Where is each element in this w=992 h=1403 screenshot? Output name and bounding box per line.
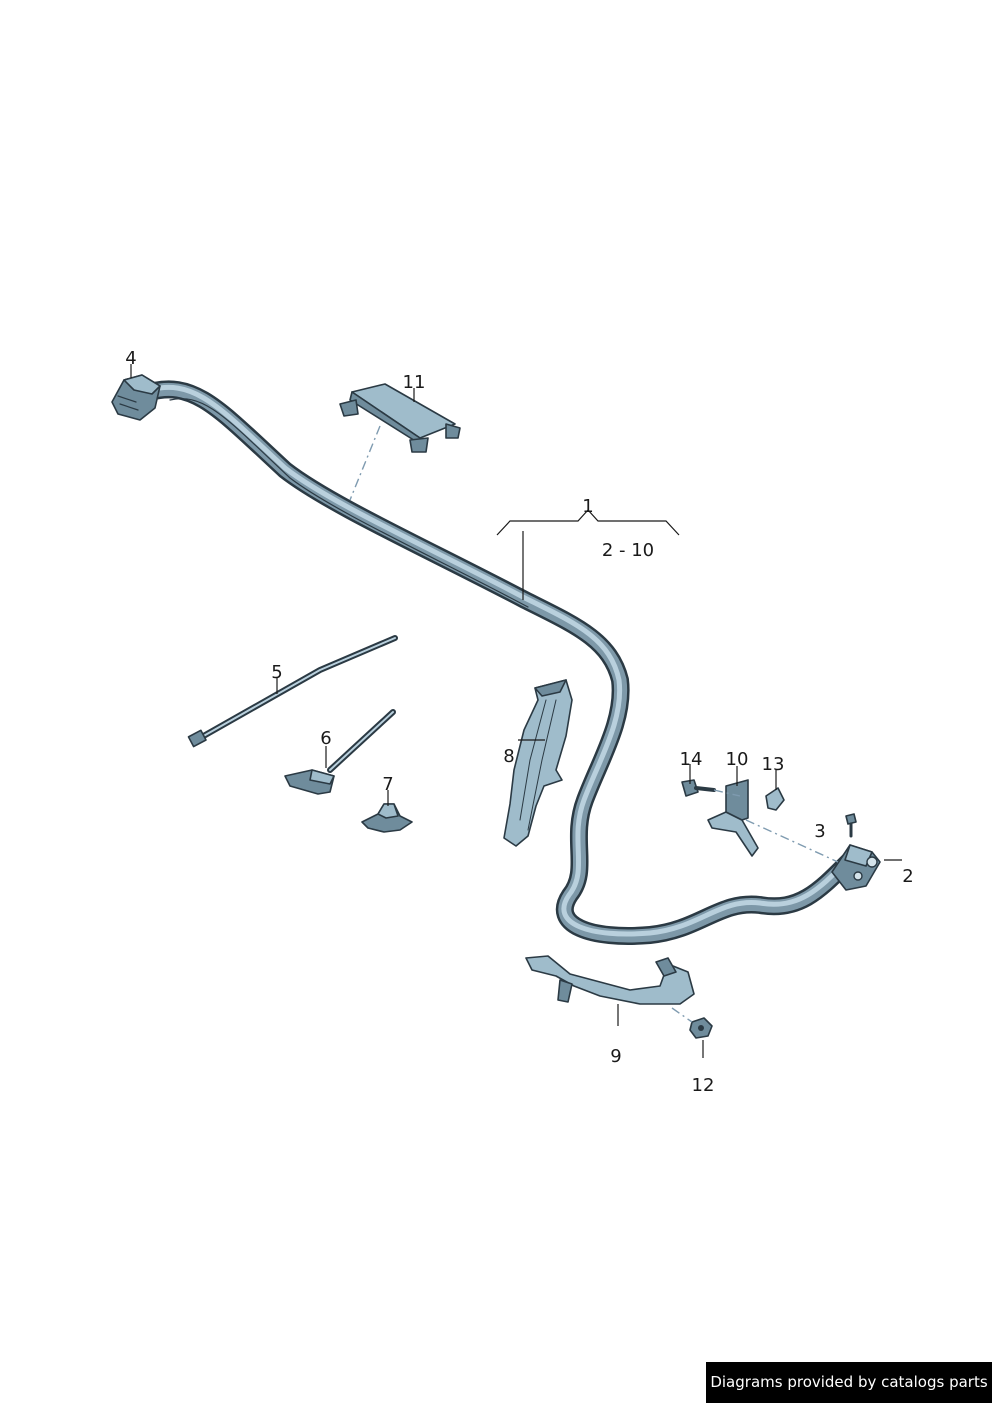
clip-13 xyxy=(765,787,785,811)
screw-3 xyxy=(845,813,857,838)
callout-4: 4 xyxy=(125,348,136,369)
cover-bracket-11 xyxy=(339,383,461,453)
cable-tie-clip-6 xyxy=(284,709,396,795)
callout-11: 11 xyxy=(403,372,426,393)
mounting-clip-7 xyxy=(361,803,413,833)
callout-14: 14 xyxy=(680,749,703,770)
callout-7: 7 xyxy=(382,774,393,795)
hose-guide-rail-9 xyxy=(525,955,695,1005)
callout-10: 10 xyxy=(726,749,749,770)
nut-12 xyxy=(689,1017,713,1039)
callout-8: 8 xyxy=(503,746,514,767)
credit-banner: Diagrams provided by catalogs parts xyxy=(706,1362,992,1403)
callout-3: 3 xyxy=(814,821,825,842)
assembly-line-12 xyxy=(671,1007,693,1023)
assembly-line-14 xyxy=(713,789,741,797)
callout-2: 2 xyxy=(902,866,913,887)
callout-1: 1 xyxy=(582,496,593,517)
hose-guide-8 xyxy=(503,679,573,847)
callout-6: 6 xyxy=(320,728,331,749)
callout-13: 13 xyxy=(762,754,785,775)
assembly-line-11 xyxy=(349,425,381,501)
callout-5: 5 xyxy=(271,662,282,683)
bracket-10 xyxy=(707,779,759,857)
callout-1-range: 2 - 10 xyxy=(602,540,654,561)
end-connector-2 xyxy=(831,844,881,891)
assembly-line-2 xyxy=(745,819,839,863)
callout-labels: 4 11 1 2 - 10 5 6 7 8 14 10 13 3 2 9 12 xyxy=(125,348,913,1096)
bolt-14 xyxy=(681,779,716,797)
callout-9: 9 xyxy=(610,1046,621,1067)
end-connector-4 xyxy=(111,374,161,421)
leader-lines xyxy=(130,364,902,1058)
cable-tie-5 xyxy=(187,635,398,748)
main-hose-assembly xyxy=(141,380,859,945)
callout-12: 12 xyxy=(692,1075,715,1096)
